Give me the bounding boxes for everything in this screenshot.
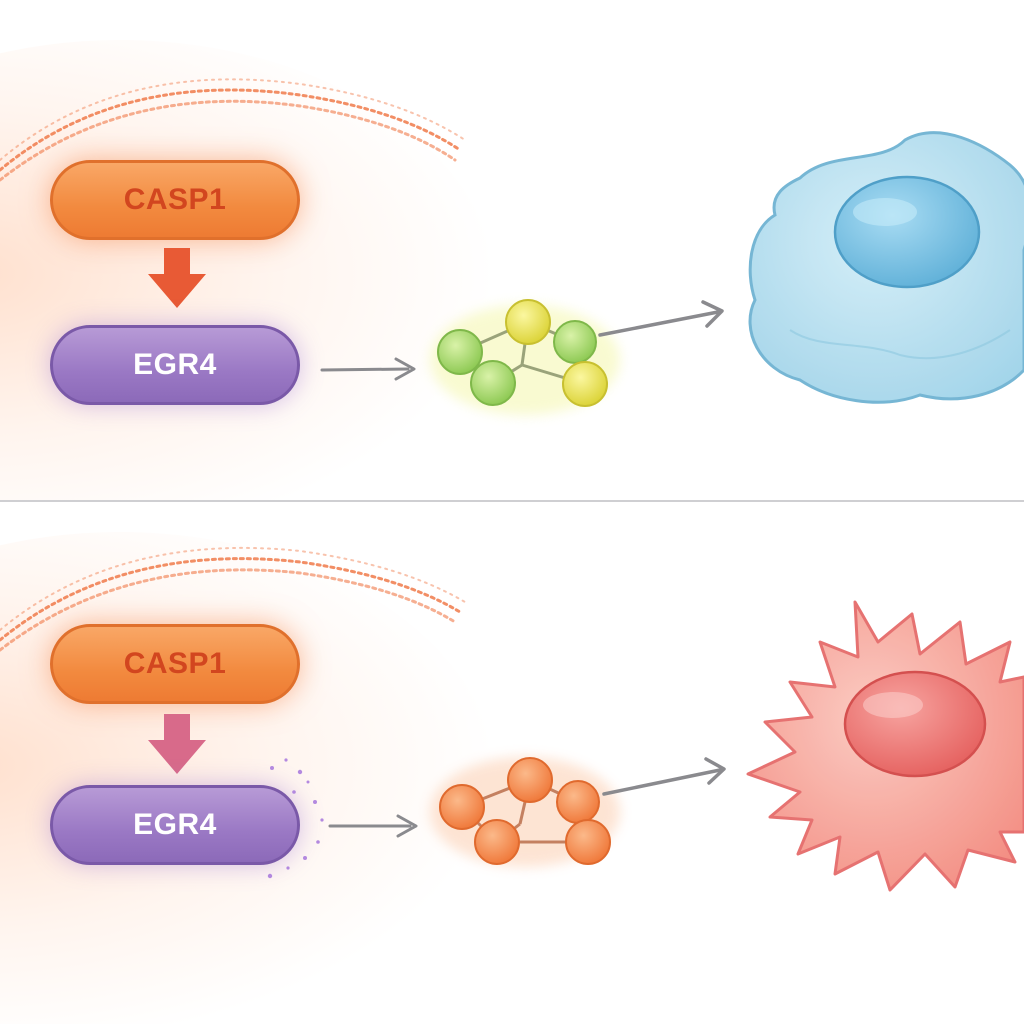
egr4-node: EGR4 [50, 785, 300, 865]
arrow-egr4-to-complex [328, 814, 418, 838]
arrow-egr4-to-complex [320, 357, 416, 381]
casp1-node: CASP1 [50, 160, 300, 240]
panel-divider [0, 500, 1024, 502]
casp1-label: CASP1 [123, 183, 227, 216]
egr4-label: EGR4 [133, 808, 217, 841]
arrow-complex-to-cell [598, 300, 724, 337]
casp1-label: CASP1 [123, 647, 227, 680]
inhibit-arrow-icon [148, 248, 206, 308]
arrow-complex-to-cell [602, 757, 726, 796]
egr4-node: EGR4 [50, 325, 300, 405]
membrane-arc [0, 546, 466, 652]
molecular-complex-icon [430, 299, 620, 415]
casp1-node: CASP1 [50, 624, 300, 704]
top-panel-graphics [0, 78, 1024, 415]
bottom-panel: CASP1 EGR4 [0, 502, 1024, 1024]
bottom-panel-graphics [0, 546, 1024, 892]
activate-arrow-icon [148, 714, 206, 774]
apoptotic-cell-icon [746, 600, 1024, 892]
membrane-arc [0, 78, 466, 182]
sparkle-particles [260, 758, 324, 879]
egr4-label: EGR4 [133, 348, 217, 381]
healthy-cell-icon [748, 131, 1024, 404]
top-panel: CASP1 EGR4 [0, 0, 1024, 500]
molecular-complex-icon [430, 757, 620, 867]
